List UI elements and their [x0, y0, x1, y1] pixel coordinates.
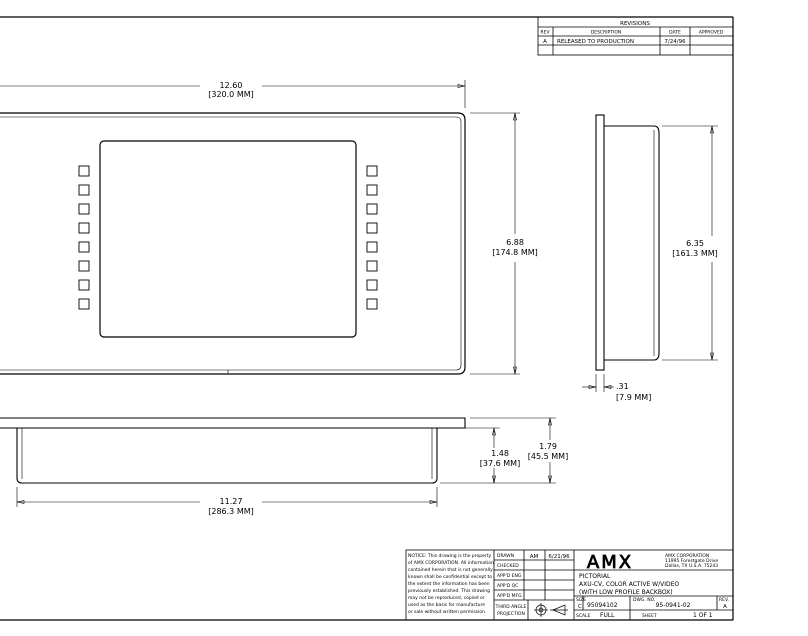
- notice-line: known shall be confidential except to: [408, 574, 492, 580]
- label-drawn: DRAWN: [497, 553, 514, 559]
- right-button-column: [366, 165, 378, 310]
- drawing-number: 95-0941-02: [656, 602, 691, 609]
- dimension-side-height: 6.35 [161.3 MM]: [662, 125, 718, 361]
- side-height-mm: [161.3 MM]: [672, 249, 718, 258]
- left-button: [78, 298, 90, 310]
- front-panel-inner-outline: [0, 116, 462, 371]
- third-angle-projection-icon: [534, 603, 568, 617]
- top-view: 1.48 [37.6 MM] 1.79 [45.5 MM] 11.27 [286…: [0, 417, 568, 516]
- side-backbox: [604, 125, 660, 361]
- amx-logo: AMX: [587, 552, 633, 573]
- left-button: [78, 184, 90, 196]
- height-value: 6.88: [506, 238, 524, 247]
- notice-line: of AMX CORPORATION. All information: [408, 560, 494, 566]
- label-size: SIZE: [576, 597, 586, 603]
- drawing-title-line-3: (WITH LOW PROFILE BACKBOX): [579, 589, 673, 596]
- revisions-title: REVISIONS: [620, 21, 650, 27]
- right-button: [366, 260, 378, 272]
- backbox-width-mm: [286.3 MM]: [208, 507, 254, 516]
- dimension-backbox-width: 11.27 [286.3 MM]: [16, 487, 438, 516]
- depth-total-value: 1.79: [539, 442, 557, 451]
- height-mm: [174.8 MM]: [492, 248, 538, 257]
- label-dwg-no: DWG. NO.: [633, 597, 655, 603]
- side-bezel: [595, 114, 605, 371]
- right-button: [366, 165, 378, 177]
- left-button-column: [78, 165, 90, 310]
- revisions-header-rev: REV: [540, 30, 550, 36]
- label-appd-qc: APP'D QC: [497, 583, 518, 589]
- side-height-value: 6.35: [686, 239, 704, 248]
- notice-line: the extent the information has been: [408, 581, 490, 587]
- drawing-title-line-2: AXU-CV, COLOR ACTIVE W/VIDEO: [579, 581, 679, 588]
- left-button: [78, 222, 90, 234]
- top-bezel: [0, 417, 466, 429]
- size-value: C: [578, 604, 582, 610]
- label-scale: SCALE: [576, 613, 591, 619]
- revisions-header-description: DESCRIPTION: [591, 30, 621, 36]
- revisions-block: REVISIONS REV DESCRIPTION DATE APPROVED …: [537, 16, 734, 56]
- notice-line: used as the basis for manufacture: [408, 602, 485, 608]
- right-button: [366, 222, 378, 234]
- overall-width-mm: [320.0 MM]: [208, 90, 254, 99]
- backbox-width-value: 11.27: [220, 497, 243, 506]
- left-button: [78, 241, 90, 253]
- right-button: [366, 203, 378, 215]
- depth-box-value: 1.48: [491, 449, 509, 458]
- label-checked: CHECKED: [497, 563, 519, 569]
- top-backbox: [16, 428, 438, 484]
- label-projection: PROJECTION: [497, 611, 525, 617]
- label-sheet: SHEET: [642, 613, 657, 619]
- drawn-by: AM: [530, 554, 539, 560]
- revision-row-date: 7/24/96: [664, 39, 686, 45]
- overall-width-value: 12.60: [220, 81, 243, 90]
- part-number: 95094102: [587, 602, 618, 609]
- left-button: [78, 260, 90, 272]
- right-button: [366, 241, 378, 253]
- scale-value: FULL: [600, 612, 615, 619]
- dimension-side-lip: .31 [7.9 MM]: [582, 374, 651, 402]
- notice-line: contained herein that is not generally: [408, 567, 493, 573]
- company-city: Dallas, TX U.S.A. 75243: [665, 563, 718, 569]
- drawing-title-line-1: PICTORIAL: [579, 573, 611, 580]
- company-name: AMX CORPORATION: [665, 553, 709, 559]
- left-button: [78, 165, 90, 177]
- dimension-depth: 1.48 [37.6 MM] 1.79 [45.5 MM]: [440, 417, 568, 484]
- sheet-value: 1 OF 1: [693, 612, 713, 619]
- right-button: [366, 279, 378, 291]
- title-block: NOTICE: This drawing is the property of …: [405, 549, 734, 621]
- company-street: 11995 Forestgate Drive: [665, 558, 718, 564]
- right-button: [366, 298, 378, 310]
- side-view: 6.35 [161.3 MM] .31 [7.9 MM]: [582, 114, 718, 402]
- side-lip-value: .31: [616, 382, 629, 391]
- label-appd-mfg: APP'D MFG: [497, 593, 522, 599]
- label-rev: REV.: [719, 597, 729, 603]
- label-appd-eng: APP'D ENG: [497, 573, 522, 579]
- front-view: 12.60 [320.0 MM] 6.88 [174.8 MM]: [0, 80, 538, 375]
- dimension-height: 6.88 [174.8 MM]: [470, 112, 538, 375]
- dimension-overall-width: 12.60 [320.0 MM]: [0, 80, 466, 108]
- front-panel-outline: [0, 112, 466, 375]
- rev-value: A: [723, 604, 727, 610]
- side-lip-mm: [7.9 MM]: [616, 393, 651, 402]
- notice-line: previously established. This drawing: [408, 588, 490, 594]
- depth-box-mm: [37.6 MM]: [480, 459, 520, 468]
- depth-total-mm: [45.5 MM]: [528, 452, 568, 461]
- right-button: [366, 184, 378, 196]
- revision-row-description: RELEASED TO PRODUCTION: [557, 39, 634, 45]
- left-button: [78, 203, 90, 215]
- notice-line: may not be reproduced, copied or: [408, 595, 485, 601]
- label-third-angle: THIRD ANGLE: [495, 604, 527, 610]
- notice-line: NOTICE: This drawing is the property: [408, 553, 492, 559]
- notice-text: NOTICE: This drawing is the property of …: [408, 553, 494, 615]
- drawn-date: 6/21/96: [548, 554, 570, 560]
- revisions-header-approved: APPROVED: [699, 30, 724, 36]
- display-screen: [99, 140, 357, 338]
- notice-line: or sale without written permission.: [408, 609, 486, 615]
- left-button: [78, 279, 90, 291]
- revisions-header-date: DATE: [669, 30, 681, 36]
- revision-row-rev: A: [543, 39, 547, 45]
